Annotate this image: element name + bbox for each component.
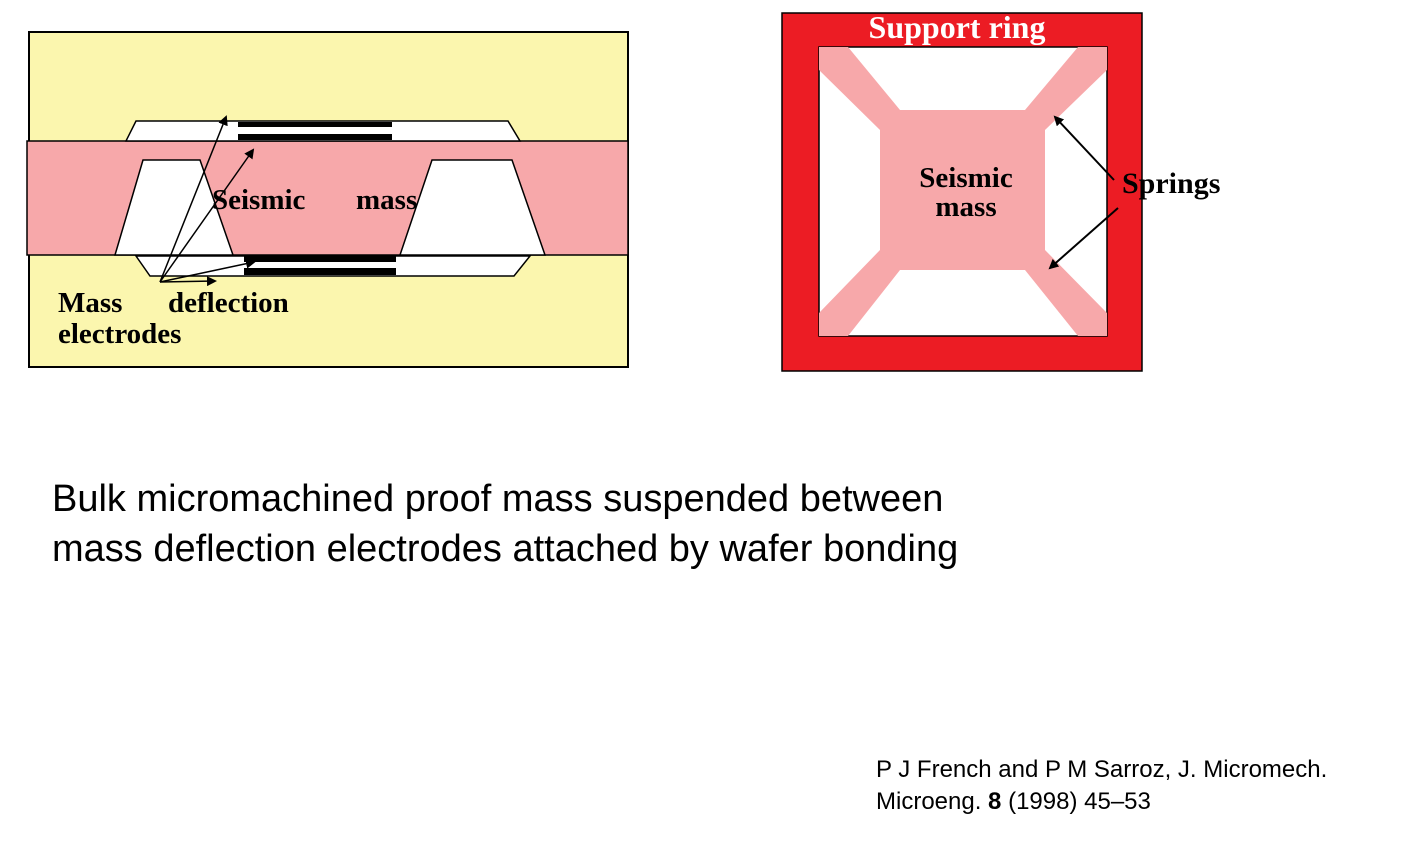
- label-electrodes: electrodes: [58, 318, 181, 350]
- caption-line-1: Bulk micromachined proof mass suspended …: [52, 478, 944, 520]
- citation: P J French and P M Sarroz, J. Micromech.…: [876, 754, 1406, 818]
- label-springs: Springs: [1122, 167, 1220, 200]
- caption-line-2: mass deflection electrodes attached by w…: [52, 528, 959, 570]
- right-etch-cavity: [398, 159, 547, 256]
- label-deflection: deflection: [168, 287, 289, 319]
- bottom-cavity: [134, 255, 532, 277]
- label-seismic-left: Seismic: [212, 184, 306, 216]
- electrode-arrows: [159, 115, 256, 287]
- citation-line-2: Microeng. 8 (1998) 45–53: [876, 786, 1406, 818]
- top-view-diagram: Support ring Seismic mass Springs: [781, 9, 1220, 372]
- cross-section-diagram: Seismic mass Mass deflection electrodes: [26, 31, 629, 368]
- citation-journal: Microeng.: [876, 788, 989, 815]
- label-mass-right: mass: [935, 191, 996, 223]
- top-electrode-1: [238, 122, 392, 127]
- spring-bottom-left: [819, 250, 900, 336]
- citation-year-pages: (1998) 45–53: [1001, 788, 1151, 815]
- bottom-electrode-2: [244, 268, 396, 275]
- springs: [819, 47, 1107, 336]
- bottom-electrode-1: [244, 256, 396, 262]
- label-mass-electrodes: Mass: [58, 287, 122, 319]
- left-etch-cavity: [113, 159, 235, 256]
- label-support-ring: Support ring: [869, 9, 1046, 45]
- label-mass-left: mass: [356, 184, 417, 216]
- figure-caption: Bulk micromachined proof mass suspended …: [52, 474, 1152, 574]
- spring-bottom-right: [1025, 250, 1107, 336]
- spring-arrows: [1048, 115, 1119, 270]
- top-electrode-2: [238, 134, 392, 140]
- spring-top-left: [819, 47, 900, 130]
- seismic-mass-square: [880, 110, 1045, 270]
- citation-line-1: P J French and P M Sarroz, J. Micromech.: [876, 756, 1328, 783]
- citation-volume: 8: [988, 788, 1002, 815]
- label-seismic-right: Seismic: [919, 162, 1013, 194]
- spring-top-right: [1025, 47, 1107, 130]
